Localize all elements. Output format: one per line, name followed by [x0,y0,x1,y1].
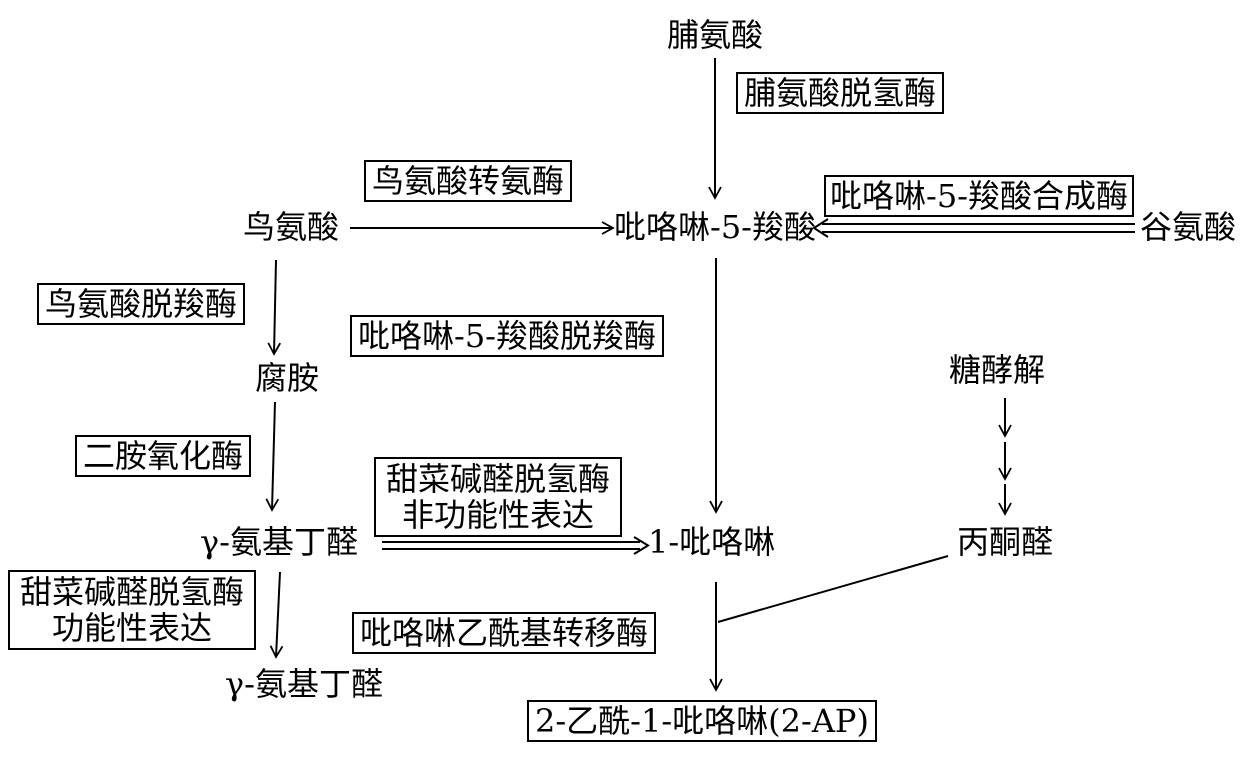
line-methylglyoxal-to-pathway [717,555,949,623]
compound-ornithine: 鸟氨酸 [243,208,340,246]
arrow-gaba-aldehyde-down [269,571,284,659]
enzyme-ornithine-aminotransferase: 鸟氨酸转氨酶 [364,160,573,202]
product-2ap-box: 2-乙酰-1-吡咯啉(2-AP) [527,700,877,742]
arrow-ornithine-to-putrescine [267,259,282,356]
compound-methylglyoxal: 丙酮醛 [956,523,1054,561]
compound-gaba-aldehyde-lower: γ-氨基丁醛 [225,665,383,703]
arrow-gaba-aldehyde-to-pyrroline [382,536,650,555]
compound-gaba-aldehyde-upper: γ-氨基丁醛 [200,523,358,561]
enzyme-badh-nonfunctional-line2: 非功能性表达 [402,496,595,534]
compound-glutamate: 谷氨酸 [1140,208,1237,246]
enzyme-p5c-synthetase: 吡咯啉-5-羧酸合成酶 [824,175,1134,217]
enzyme-pyrroline-acetyltransferase: 吡咯啉乙酰基转移酶 [352,612,657,654]
enzyme-ornithine-decarboxylase: 鸟氨酸脱羧酶 [37,283,246,325]
arrow-glutamate-to-p5c [812,218,1135,238]
enzyme-badh-functional-line1: 甜菜碱醛脱氢酶 [20,573,245,611]
compound-proline: 脯氨酸 [666,16,764,54]
enzyme-badh-nonfunctional-line1: 甜菜碱醛脱氢酶 [386,460,611,498]
compound-1-pyrroline: 1-吡咯啉 [648,523,776,561]
enzyme-badh-functional-line2: 功能性表达 [52,609,213,647]
enzyme-proline-dehydrogenase: 脯氨酸脱氢酶 [736,72,945,114]
compound-putrescine: 腐胺 [255,359,320,397]
enzyme-diamine-oxidase: 二胺氧化酶 [75,435,252,477]
arrow-putrescine-to-gaba-aldehyde [265,401,280,512]
enzyme-p5c-decarboxylase: 吡咯啉-5-羧酸脱羧酶 [350,315,664,357]
process-glycolysis: 糖酵解 [948,351,1046,389]
compound-p5c: 吡咯啉-5-羧酸 [614,208,816,246]
enzyme-badh-functional: 甜菜碱醛脱氢酶 功能性表达 [8,570,257,650]
enzyme-badh-nonfunctional: 甜菜碱醛脱氢酶 非功能性表达 [374,457,623,537]
